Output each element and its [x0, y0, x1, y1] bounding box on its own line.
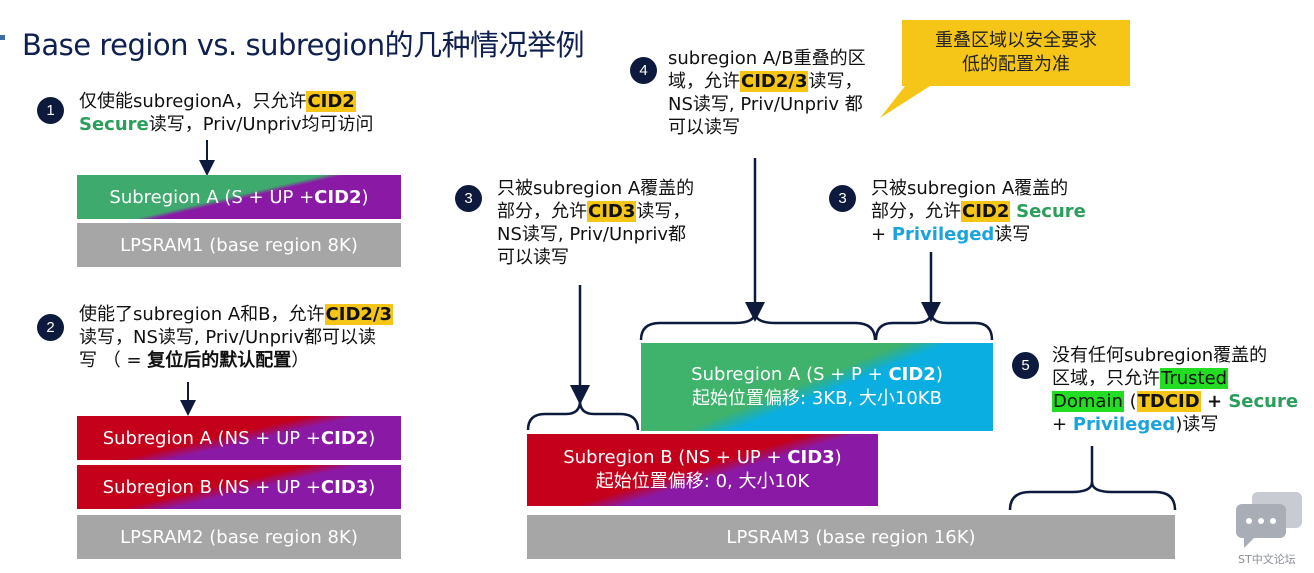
lpsram3-subregion-a-close: ) — [935, 364, 943, 385]
note3b-text-2: 部分，允许 — [871, 201, 961, 222]
lpsram1-subregion-a-close: ) — [361, 186, 369, 208]
lpsram1-subregion-a-cid: CID2 — [314, 186, 362, 208]
brace-b-only — [526, 400, 640, 431]
note5-number: 5 — [1012, 352, 1039, 379]
note5-description: 没有任何subregion覆盖的 区域，只允许Trusted Domain (T… — [1052, 344, 1298, 436]
lpsram2-subregion-b-label: Subregion B (NS + UP + — [102, 476, 321, 498]
lpsram1-base-region: LPSRAM1 (base region 8K) — [77, 223, 401, 267]
title-bullet — [0, 35, 5, 40]
case1-number: 1 — [37, 97, 64, 124]
note5-tdcid: TDCID — [1136, 391, 1201, 412]
lpsram3-subregion-b-cid: CID3 — [787, 447, 835, 468]
note4-number: 4 — [630, 57, 657, 84]
lpsram3-subregion-b-offset: 起始位置偏移: 0, 大小10K — [595, 471, 810, 492]
chat-bubble-icon — [1234, 490, 1306, 552]
brace-a-only — [874, 311, 994, 341]
lpsram3-subregion-a-offset: 起始位置偏移: 3KB, 大小10KB — [692, 388, 942, 409]
note5-domain: Domain — [1052, 391, 1124, 412]
note3a-text-3: NS读写, Priv/Unpriv都 — [497, 224, 687, 245]
case2-text-2: 读写，NS读写, Priv/Unpriv都可以读 — [79, 327, 377, 348]
case2-default-config: 复位后的默认配置 — [147, 350, 292, 371]
brace-uncovered — [1008, 481, 1177, 511]
note4-text-3: NS读写, Priv/Unpriv 都 — [668, 94, 863, 115]
callout-text-2: 低的配置为准 — [962, 54, 1070, 75]
note5-privileged: Privileged — [1072, 414, 1176, 435]
case1-text-1: 仅使能subregionA，只允许 — [79, 91, 307, 112]
lpsram3-subregion-b: Subregion B (NS + UP + CID3) 起始位置偏移: 0, … — [527, 434, 878, 506]
lpsram3-subregion-a-label: Subregion A (S + P + — [691, 364, 889, 385]
note3a-text-4: 可以读写 — [497, 247, 569, 268]
case2-text-1: 使能了subregion A和B，允许 — [79, 304, 325, 325]
note4-description: subregion A/B重叠的区 域，允许CID2/3读写， NS读写, Pr… — [668, 47, 866, 139]
note5-secure: Secure — [1228, 391, 1299, 412]
case2-cid: CID2/3 — [324, 304, 394, 325]
case1-description: 仅使能subregionA，只允许CID2 Secure读写，Priv/Unpr… — [79, 90, 373, 136]
note4-text-4: 可以读写 — [668, 117, 740, 138]
lpsram2-subregion-a-close: ) — [368, 427, 376, 449]
overlap-callout: 重叠区域以安全要求 低的配置为准 — [902, 20, 1130, 86]
lpsram2-subregion-b: Subregion B (NS + UP + CID3) — [77, 465, 401, 509]
note3a-text-2: 部分，允许 — [497, 201, 587, 222]
note5-text-2: 区域，只允许 — [1052, 368, 1160, 389]
lpsram1-subregion-a-label: Subregion A (S + UP + — [109, 186, 315, 208]
case1-secure: Secure — [79, 114, 149, 135]
callout-text-1: 重叠区域以安全要求 — [935, 30, 1097, 51]
note3b-secure: Secure — [1016, 201, 1086, 222]
lpsram2-subregion-a-cid: CID2 — [320, 427, 369, 449]
lpsram3-base-region: LPSRAM3 (base region 16K) — [527, 515, 1175, 559]
case2-description: 使能了subregion A和B，允许CID2/3 读写，NS读写, Priv/… — [79, 303, 394, 372]
note3a-description: 只被subregion A覆盖的 部分，允许CID3读写， NS读写, Priv… — [497, 177, 694, 269]
lpsram2-base-region: LPSRAM2 (base region 8K) — [77, 515, 401, 559]
lpsram3-subregion-b-label: Subregion B (NS + UP + — [563, 447, 788, 468]
lpsram2-subregion-b-close: ) — [368, 476, 376, 498]
lpsram1-subregion-a: Subregion A (S + UP + CID2) — [77, 175, 401, 219]
note3a-cid: CID3 — [587, 201, 637, 222]
case2-text-3-close: ） — [291, 350, 310, 371]
case2-number: 2 — [37, 314, 64, 341]
note5-paren: ( — [1123, 391, 1137, 412]
note3b-cid: CID2 — [961, 201, 1011, 222]
note4-text-1: subregion A/B重叠的区 — [668, 48, 866, 69]
note3b-text-3: 读写 — [994, 224, 1031, 245]
note4-text-2b: 读写， — [808, 71, 863, 92]
page-title: Base region vs. subregion的几种情况举例 — [22, 28, 585, 62]
note5-plus1: + — [1200, 391, 1229, 412]
lpsram3-subregion-a-cid: CID2 — [888, 364, 936, 385]
lpsram2-subregion-a: Subregion A (NS + UP + CID2) — [77, 416, 401, 460]
note4-cid: CID2/3 — [740, 71, 809, 92]
brace-overlap — [639, 311, 877, 341]
case2-text-3: 写 （ = — [79, 350, 148, 371]
note5-trusted: Trusted — [1160, 368, 1229, 389]
note3a-text-1: 只被subregion A覆盖的 — [497, 178, 695, 199]
lpsram3-subregion-a: Subregion A (S + P + CID2) 起始位置偏移: 3KB, … — [641, 343, 993, 431]
note5-text-4: )读写 — [1175, 414, 1219, 435]
note3b-plus: + — [871, 224, 892, 245]
watermark-text: ST中文论坛 — [1238, 553, 1296, 566]
note3b-text-1: 只被subregion A覆盖的 — [871, 178, 1069, 199]
note3b-number: 3 — [829, 185, 856, 212]
note3a-number: 3 — [455, 185, 482, 212]
note3a-text-2b: 读写， — [636, 201, 691, 222]
note5-plus2: + — [1052, 414, 1073, 435]
note5-text-1: 没有任何subregion覆盖的 — [1052, 345, 1268, 366]
lpsram2-subregion-b-cid: CID3 — [320, 476, 369, 498]
lpsram3-subregion-b-close: ) — [834, 447, 842, 468]
case1-cid: CID2 — [306, 91, 356, 112]
case1-text-2: 读写，Priv/Unpriv均可访问 — [148, 114, 374, 135]
note4-text-2: 域，允许 — [668, 71, 740, 92]
lpsram2-subregion-a-label: Subregion A (NS + UP + — [102, 427, 321, 449]
note3b-privileged: Privileged — [891, 224, 995, 245]
note3b-description: 只被subregion A覆盖的 部分，允许CID2 Secure + Priv… — [871, 177, 1086, 246]
